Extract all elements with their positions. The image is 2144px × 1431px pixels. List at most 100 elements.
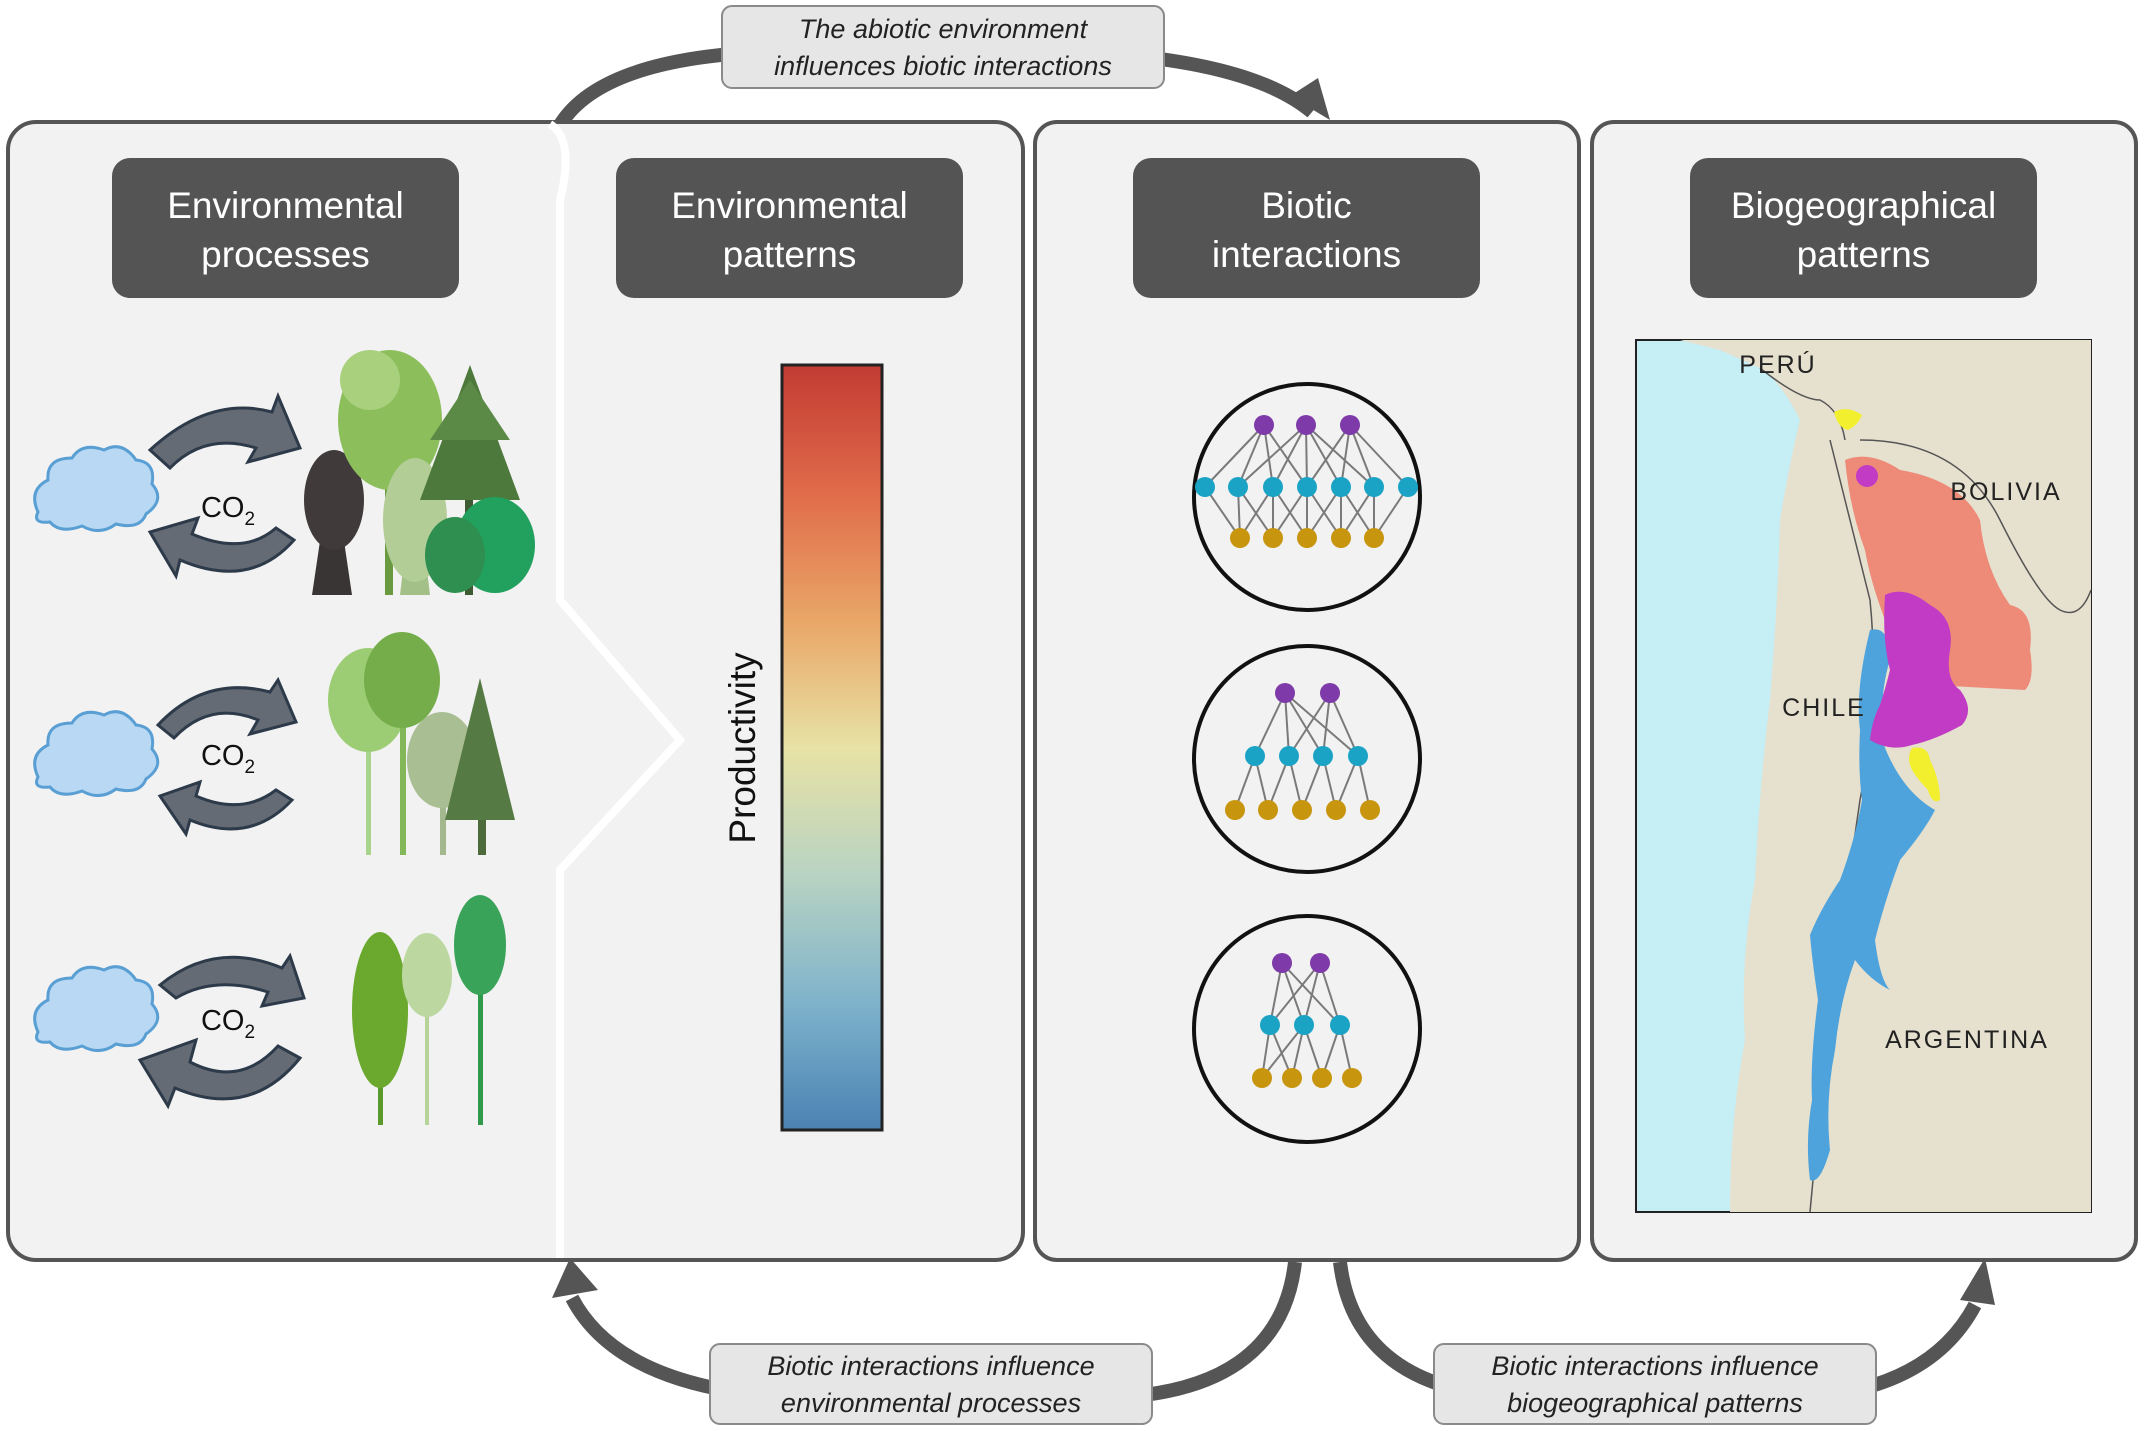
border-bolivia [1859,439,2092,614]
trophic-link [1288,692,1331,757]
header-biogeo-line2: patterns [1797,234,1931,275]
resource-node [1331,528,1351,548]
food-web-3 [1192,914,1422,1144]
trophic-link [1303,962,1321,1026]
food-web-circle [1192,644,1422,874]
resource-node [1326,800,1346,820]
consumer-node [1263,477,1283,497]
predator-node [1320,683,1340,703]
trophic-link [1272,424,1307,488]
resource-node [1258,800,1278,820]
flux-arrow-up-icon [147,391,303,471]
region-yellow-north [1834,409,1862,430]
header-biogeo-line1: Biogeographical [1731,185,1996,226]
consumer-node [1294,1015,1314,1035]
resource-node [1230,528,1250,548]
note-top-line1: The abiotic environment [799,14,1089,44]
flux-arrow-down-icon [157,779,295,838]
header-env-patterns: Environmental patterns [616,158,963,298]
bottom-left-arrow-head [552,1258,598,1298]
predator-node [1296,415,1316,435]
consumer-node [1279,746,1299,766]
resource-node [1297,528,1317,548]
cloud-icon [33,710,160,797]
trophic-link [1322,692,1331,757]
consumer-node [1228,477,1248,497]
trophic-link [1340,486,1375,539]
resource-node [1342,1068,1362,1088]
label-chile: CHILE [1782,694,1866,722]
productivity-label: Productivity [722,652,763,844]
resource-node [1312,1068,1332,1088]
consumer-node [1364,477,1384,497]
trophic-link [1204,486,1241,539]
header-biogeo: Biogeographical patterns [1690,158,2037,298]
consumer-node [1245,746,1265,766]
cloud-icon [33,965,160,1052]
moderate-forest-icon [328,632,515,855]
productivity-bar: Productivity [722,363,884,1132]
predator-node [1254,415,1274,435]
note-bottom-right-line1: Biotic interactions influence [1491,1351,1818,1381]
resource-node [1225,800,1245,820]
trophic-link [1284,692,1359,757]
resource-node [1263,528,1283,548]
header-env-patterns-line2: patterns [723,234,857,275]
header-env-processes-line1: Environmental [167,185,404,226]
label-argentina: ARGENTINA [1885,1026,2049,1054]
co2-label: CO2 [201,492,255,530]
flux-arrow-up-icon [155,676,299,741]
trophic-link [1204,424,1265,488]
trophic-link [1306,486,1342,539]
food-web-2 [1192,644,1422,874]
header-env-processes: Environmental processes [112,158,459,298]
flux-arrow-down-icon [147,515,297,580]
note-bottom-right-line2: biogeographical patterns [1507,1388,1803,1418]
note-bottom-left-line2: environmental processes [781,1388,1081,1418]
trophic-link [1263,424,1308,488]
bottom-right-arrow-head [1960,1258,1995,1305]
header-biotic-line1: Biotic [1261,185,1351,226]
predator-node [1340,415,1360,435]
region-yellow-south [1909,747,1940,802]
flux-arrow-up-icon [157,952,306,1009]
south-america-map: PERÚ BOLIVIA CHILE ARGENTINA [1635,339,2092,1213]
sparse-forest-icon [352,895,506,1125]
consumer-node [1297,477,1317,497]
trophic-link [1281,962,1305,1026]
trophic-link [1305,424,1375,488]
header-env-processes-line2: processes [201,234,370,275]
panel-chevron-divider [547,120,686,1258]
resource-node [1282,1068,1302,1088]
flux-arrow-down-icon [137,1037,303,1110]
trophic-link [1349,424,1375,488]
trophic-link [1349,424,1409,488]
consumer-node [1331,477,1351,497]
consumer-node [1348,746,1368,766]
label-bolivia: BOLIVIA [1950,478,2061,506]
trophic-link [1263,424,1274,488]
trophic-link [1237,424,1265,488]
co2-label: CO2 [201,740,255,778]
consumer-node [1195,477,1215,497]
trophic-link [1237,424,1307,488]
consumer-node [1313,746,1333,766]
trophic-link [1239,486,1274,539]
region-blue [1807,629,1935,1181]
region-magenta [1870,591,1969,748]
note-bottom-right: Biotic interactions influence biogeograp… [1433,1343,1877,1425]
header-biotic: Biotic interactions [1133,158,1480,298]
resource-node [1364,528,1384,548]
food-web-1 [1192,382,1422,612]
note-bottom-left-line1: Biotic interactions influence [767,1351,1094,1381]
predator-node [1310,953,1330,973]
trophic-link [1272,486,1308,539]
header-env-patterns-line1: Environmental [671,185,908,226]
trophic-link [1269,962,1321,1026]
note-bottom-left: Biotic interactions influence environmen… [709,1343,1153,1425]
top-arrow-head [1290,78,1330,120]
consumer-node [1398,477,1418,497]
consumer-node [1330,1015,1350,1035]
carbon-exchange-row-3: CO2 [33,895,506,1125]
